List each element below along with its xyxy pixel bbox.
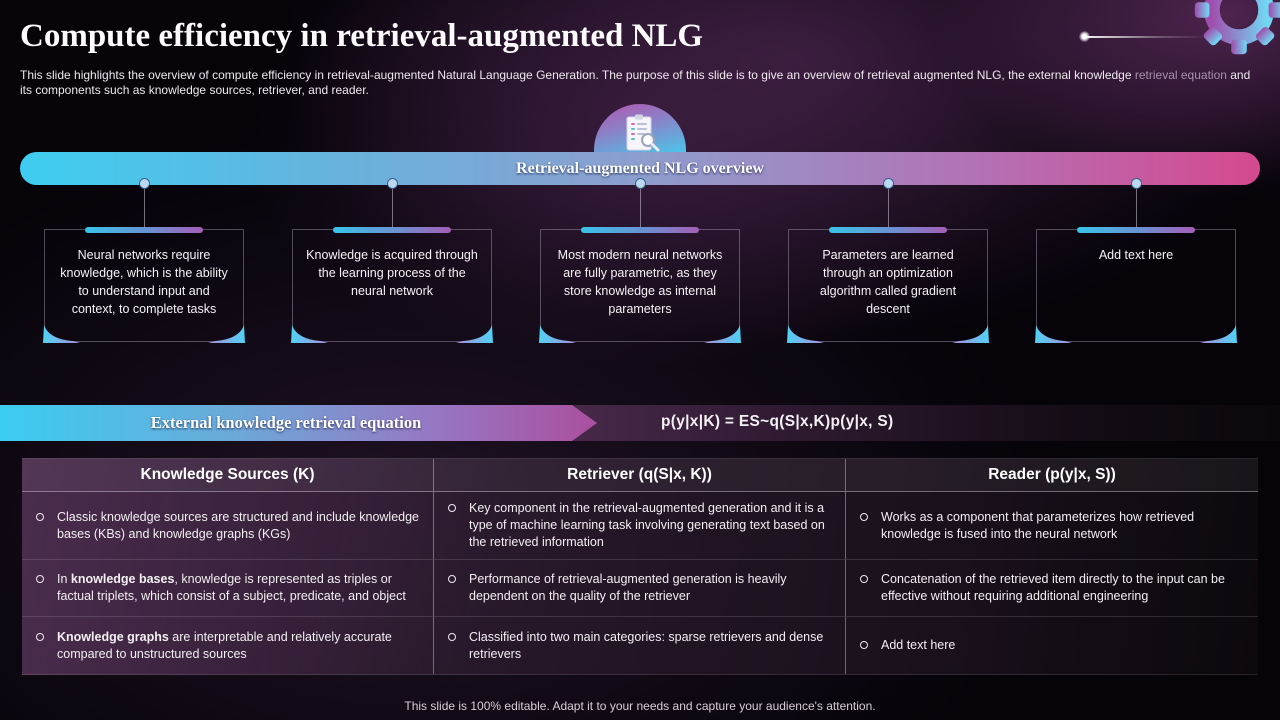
connector-line <box>639 189 641 229</box>
card-accent-bar <box>85 227 203 233</box>
gear-icon <box>1194 0 1280 55</box>
overview-banner-label: Retrieval-augmented NLG overview <box>516 160 764 177</box>
bullet-icon <box>36 632 44 641</box>
comet-trail-icon <box>1086 36 1208 38</box>
document-search-icon <box>626 114 660 152</box>
cell-text: Knowledge graphs are interpretable and r… <box>57 629 392 661</box>
bullet-icon <box>36 512 44 521</box>
description-text-end: and its components such as knowledge sou… <box>20 68 1251 97</box>
bullet-icon <box>448 575 456 583</box>
corner-accent-icon <box>1200 325 1237 343</box>
connector-line <box>143 189 145 229</box>
table-cell: Classic knowledge sources are structured… <box>22 492 434 560</box>
corner-accent-icon <box>704 325 741 343</box>
overview-card: Parameters are learned through an optimi… <box>787 178 989 343</box>
card-box: Add text here <box>1035 227 1237 343</box>
table-cell: In knowledge bases, knowledge is represe… <box>22 560 434 617</box>
connector-dot-icon <box>634 178 646 189</box>
bullet-icon <box>860 575 868 583</box>
bullet-icon <box>36 575 44 583</box>
equation-formula: p(y|x|K) = ES~q(S|x,K)p(y|x, S) <box>661 413 894 430</box>
description-highlight: retrieval equation <box>1134 68 1227 82</box>
corner-accent-icon <box>1035 325 1072 343</box>
table-body: Classic knowledge sources are structured… <box>22 492 1258 674</box>
corner-accent-icon <box>208 325 245 343</box>
table-cell: Knowledge graphs are interpretable and r… <box>22 617 434 674</box>
card-box: Parameters are learned through an optimi… <box>787 227 989 343</box>
cell-text: Add text here <box>881 638 956 652</box>
cell-text: Concatenation of the retrieved item dire… <box>881 572 1225 603</box>
bullet-icon <box>448 504 456 512</box>
overview-card: Knowledge is acquired through the learni… <box>291 178 493 343</box>
connector-line <box>391 189 393 229</box>
table-cell: Concatenation of the retrieved item dire… <box>846 560 1258 617</box>
corner-accent-icon <box>291 325 328 343</box>
card-text: Most modern neural networks are fully pa… <box>557 248 723 316</box>
card-text: Parameters are learned through an optimi… <box>819 248 957 316</box>
card-accent-bar <box>829 227 947 233</box>
card-text: Add text here <box>1098 248 1174 262</box>
corner-accent-icon <box>43 325 80 343</box>
overview-card: Most modern neural networks are fully pa… <box>539 178 741 343</box>
overview-card: Add text here <box>1035 178 1237 343</box>
table-header-row: Knowledge Sources (K)Retriever (q(S|x, K… <box>22 459 1258 492</box>
corner-accent-icon <box>787 325 824 343</box>
card-text: Neural networks require knowledge, which… <box>60 248 228 316</box>
comet-dot-icon <box>1079 31 1090 42</box>
card-box: Neural networks require knowledge, which… <box>43 227 245 343</box>
connector-line <box>1135 189 1137 229</box>
cell-text: Performance of retrieval-augmented gener… <box>469 572 787 603</box>
equation-arrow-banner <box>0 405 597 441</box>
card-accent-bar <box>333 227 451 233</box>
equation-strip <box>556 405 1280 441</box>
corner-accent-icon <box>952 325 989 343</box>
connector-dot-icon <box>1130 178 1142 189</box>
connector-dot-icon <box>882 178 894 189</box>
table-cell: Performance of retrieval-augmented gener… <box>434 560 846 617</box>
overview-card: Neural networks require knowledge, which… <box>43 178 245 343</box>
equation-label: External knowledge retrieval equation <box>150 413 422 432</box>
connector-line <box>887 189 889 229</box>
corner-accent-icon <box>539 325 576 343</box>
table-column-header: Retriever (q(S|x, K)) <box>434 459 846 491</box>
card-box: Most modern neural networks are fully pa… <box>539 227 741 343</box>
connector-dot-icon <box>138 178 150 189</box>
corner-accent-icon <box>456 325 493 343</box>
card-accent-bar <box>581 227 699 233</box>
bullet-icon <box>860 641 868 649</box>
cell-text: Works as a component that parameterizes … <box>881 509 1195 541</box>
table-column-header: Knowledge Sources (K) <box>22 459 434 491</box>
bullet-icon <box>860 512 868 521</box>
table-cell: Works as a component that parameterizes … <box>846 492 1258 560</box>
cell-text: Classic knowledge sources are structured… <box>57 509 420 541</box>
knowledge-table: Knowledge Sources (K)Retriever (q(S|x, K… <box>22 458 1258 675</box>
slide-description: This slide highlights the overview of co… <box>20 68 1264 98</box>
cell-text: In knowledge bases, knowledge is represe… <box>57 572 406 603</box>
page-title: Compute efficiency in retrieval-augmente… <box>20 18 704 54</box>
cell-text: Classified into two main categories: spa… <box>469 629 824 661</box>
description-text: This slide highlights the overview of co… <box>20 68 1135 82</box>
bullet-icon <box>448 632 456 641</box>
card-accent-bar <box>1077 227 1195 233</box>
table-cell: Classified into two main categories: spa… <box>434 617 846 674</box>
card-text: Knowledge is acquired through the learni… <box>306 248 478 298</box>
cell-text: Key component in the retrieval-augmented… <box>469 501 825 549</box>
table-cell: Key component in the retrieval-augmented… <box>434 492 846 560</box>
footer-note: This slide is 100% editable. Adapt it to… <box>404 699 876 713</box>
card-box: Knowledge is acquired through the learni… <box>291 227 493 343</box>
table-column-header: Reader (p(y|x, S)) <box>988 466 1116 483</box>
connector-dot-icon <box>386 178 398 189</box>
table-cell: Add text here <box>846 617 1258 674</box>
